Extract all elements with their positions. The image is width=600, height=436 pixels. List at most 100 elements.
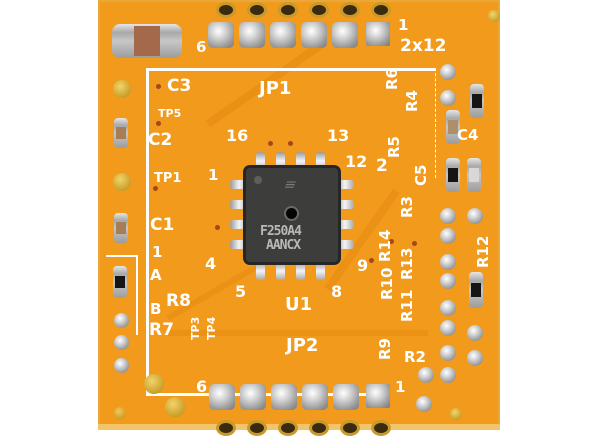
resistor-body [472, 94, 482, 108]
header-pad [440, 208, 456, 224]
label-r5: R5 [385, 136, 403, 158]
label-r8: R8 [166, 291, 191, 311]
label-pin12: 12 [345, 152, 368, 171]
pin1-dot [254, 176, 262, 184]
header-pad [467, 325, 483, 341]
mounting-pad [114, 407, 126, 419]
label-6-bottom: 6 [196, 377, 208, 396]
header-pad [440, 300, 456, 316]
label-c3: C3 [167, 76, 192, 96]
ic-pin [336, 200, 354, 209]
pad [114, 313, 129, 328]
header-pad-pin1 [366, 384, 390, 408]
capacitor-body [469, 168, 479, 182]
ic-pin [230, 220, 248, 229]
capacitor-c4 [446, 110, 460, 144]
header-pad [440, 254, 456, 270]
capacitor-c2 [114, 118, 128, 148]
label-r13: R13 [398, 247, 416, 280]
via [153, 186, 158, 191]
label-u1: U1 [285, 294, 313, 315]
resistor-body [448, 168, 458, 182]
header-pad [418, 367, 434, 383]
test-pad [144, 374, 164, 394]
label-tp4: TP4 [205, 316, 218, 340]
label-pin1: 1 [208, 166, 219, 184]
mounting-pad [488, 10, 500, 22]
capacitor-body [448, 120, 458, 134]
label-2: 2 [376, 156, 388, 176]
ic-pin [276, 262, 285, 280]
label-r12: R12 [474, 235, 492, 268]
header-pad [440, 320, 456, 336]
label-b: B [150, 300, 162, 318]
label-tp1: TP1 [154, 171, 182, 186]
header-pad [440, 367, 456, 383]
label-1-top: 1 [398, 16, 409, 34]
capacitor-c1 [114, 213, 128, 243]
ic-pin [230, 180, 248, 189]
label-tp5: TP5 [158, 107, 182, 120]
pressure-port-hole [286, 208, 297, 219]
through-hole [340, 420, 360, 436]
header-pad [271, 384, 297, 410]
label-r9: R9 [376, 338, 394, 360]
via [156, 84, 161, 89]
header-pad [239, 22, 265, 48]
trace [168, 330, 428, 336]
header-pad [208, 22, 234, 48]
header-pad [333, 384, 359, 410]
outline-top [146, 68, 436, 71]
label-pin9: 9 [357, 256, 369, 275]
through-hole [278, 420, 298, 436]
via [268, 141, 273, 146]
label-c4: C4 [457, 126, 479, 144]
label-c5: C5 [412, 164, 430, 186]
outline-ab [106, 255, 138, 257]
label-r6: R6 [383, 68, 401, 90]
label-c2: C2 [148, 130, 173, 150]
header-pad [440, 228, 456, 244]
pad [114, 358, 129, 373]
test-pad [165, 397, 185, 417]
header-pad [240, 384, 266, 410]
through-hole [340, 2, 360, 18]
outline-ab [136, 255, 138, 335]
label-1-left: 1 [152, 243, 163, 261]
label-1-bottom: 1 [395, 378, 406, 396]
label-r3: R3 [398, 196, 416, 218]
label-r4: R4 [403, 90, 421, 112]
label-pin13: 13 [327, 126, 350, 145]
ic-pin [276, 152, 285, 170]
header-pad [302, 384, 328, 410]
ic-pin [336, 240, 354, 249]
via [389, 239, 394, 244]
via [412, 241, 417, 246]
label-pin4: 4 [205, 254, 217, 273]
header-pad [440, 64, 456, 80]
header-pad [467, 350, 483, 366]
label-r14: R14 [376, 229, 394, 262]
through-hole [216, 420, 236, 436]
pressure-sensor-ic: ≡ F250A4 AANCX [246, 168, 338, 262]
through-hole [371, 420, 391, 436]
through-hole [247, 2, 267, 18]
ic-pin [230, 200, 248, 209]
via [156, 121, 161, 126]
ic-marking-line2: AANCX [266, 238, 301, 253]
resistor [470, 84, 484, 118]
label-tp3: TP3 [189, 316, 202, 340]
resistor [446, 158, 460, 192]
via [288, 141, 293, 146]
resistor-body [471, 282, 481, 298]
through-hole [216, 2, 236, 18]
outline-left [146, 68, 149, 396]
header-pad [440, 273, 456, 289]
capacitor-body [134, 26, 160, 56]
label-pin5: 5 [235, 282, 247, 301]
header-pad [416, 396, 432, 412]
outline-right [435, 68, 439, 178]
label-r2: R2 [404, 348, 426, 366]
label-c1: C1 [150, 215, 175, 235]
capacitor-body [116, 222, 126, 234]
